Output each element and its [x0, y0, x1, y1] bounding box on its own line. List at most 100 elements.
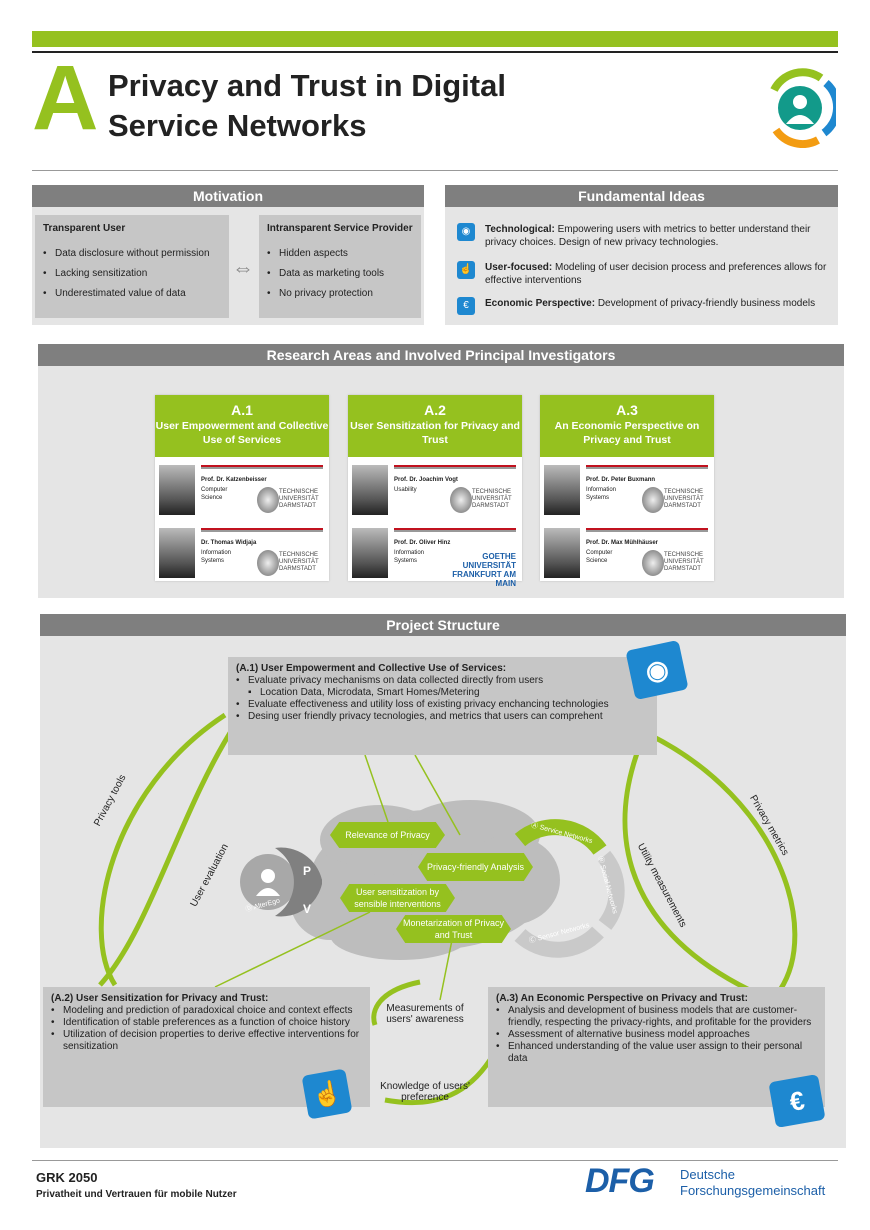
card-title: User Empowerment and Collective Use of S… — [155, 420, 329, 446]
top-rule — [32, 51, 838, 53]
university-logo: GOETHE UNIVERSITÄT FRANKFURT AM MAIN — [452, 552, 516, 588]
euro-icon: € — [768, 1074, 826, 1128]
investigator: Prof. Dr. Katzenbeisser Computer Science… — [159, 465, 323, 520]
investigator: Dr. Thomas Widjaja Information Systems T… — [159, 528, 323, 583]
p-label: P — [303, 864, 312, 878]
investigator-dept: Information Systems — [201, 550, 232, 564]
hand-pointer-icon: ☝ — [301, 1068, 353, 1120]
idea-label: Technological: — [485, 224, 555, 235]
tag-relevance: Relevance of Privacy — [330, 822, 445, 848]
investigator-photo — [159, 528, 195, 578]
list-item: Assessment of alternative business model… — [496, 1029, 817, 1041]
list-item: Enhanced understanding of the value user… — [496, 1041, 817, 1065]
investigator: Prof. Dr. Max Mühlhäuser Computer Scienc… — [544, 528, 708, 583]
red-divider — [586, 465, 708, 469]
dfg-logo: DFG — [585, 1162, 655, 1200]
university-seal-icon — [642, 550, 664, 576]
card-title: User Sensitization for Privacy and Trust — [350, 420, 520, 446]
university-seal-icon — [642, 487, 664, 513]
list-item: Lacking sensitization — [43, 268, 221, 279]
list-item: Hidden aspects — [267, 248, 413, 259]
red-divider — [201, 465, 323, 469]
investigator-dept: Information Systems — [394, 550, 425, 564]
dfg-line-1: Deutsche — [680, 1167, 735, 1182]
university-logo: TECHNISCHE UNIVERSITÄT DARMSTADT — [279, 552, 319, 572]
v-label: V — [303, 902, 312, 916]
section-letter: A — [32, 47, 99, 149]
red-divider — [394, 528, 516, 532]
investigator-name: Dr. Thomas Widjaja — [201, 540, 257, 546]
mask-icon: ◉ — [457, 223, 475, 241]
grk-subtitle: Privatheit und Vertrauen für mobile Nutz… — [36, 1189, 237, 1200]
tag-monetarization: Monetarization of Privacy and Trust — [396, 915, 511, 943]
red-divider — [586, 528, 708, 532]
list-item: Location Data, Microdata, Smart Homes/Me… — [236, 687, 649, 699]
title-line-1: Privacy and Trust in Digital — [108, 68, 506, 103]
idea-text: Modeling of user decision process and pr… — [485, 262, 827, 286]
university-logo: TECHNISCHE UNIVERSITÄT DARMSTADT — [664, 489, 704, 509]
page-title: Privacy and Trust in Digital Service Net… — [108, 66, 506, 146]
investigator-name: Prof. Dr. Oliver Hinz — [394, 540, 451, 546]
list-item: No privacy protection — [267, 288, 413, 299]
grk-label: GRK 2050 — [36, 1170, 98, 1185]
a1-structure-box: (A.1) User Empowerment and Collective Us… — [228, 657, 657, 755]
list-item: Data as marketing tools — [267, 268, 413, 279]
hand-pointer-icon: ☝ — [457, 261, 475, 279]
title-line-2: Service Networks — [108, 108, 367, 143]
investigator: Prof. Dr. Peter Buxmann Information Syst… — [544, 465, 708, 520]
idea-label: Economic Perspective: — [485, 298, 596, 309]
double-arrow-icon: ⇔ — [232, 255, 254, 280]
connector-lines — [214, 754, 461, 1001]
list-item: Identification of stable preferences as … — [51, 1017, 362, 1029]
curved-arrows — [98, 712, 798, 1106]
box-title: Transparent User — [43, 223, 126, 234]
transparent-user-box: Transparent User Data disclosure without… — [35, 215, 229, 318]
card-number: A.3 — [616, 402, 638, 418]
idea-economic: €Economic Perspective: Development of pr… — [457, 297, 837, 315]
top-bar — [32, 31, 838, 47]
investigator-photo — [352, 528, 388, 578]
motivation-title: Motivation — [32, 185, 424, 207]
idea-text: Development of privacy-friendly business… — [595, 298, 816, 309]
structure-title: Project Structure — [40, 614, 846, 636]
tag-privacy-friendly: Privacy-friendly Analysis — [418, 853, 533, 881]
research-title: Research Areas and Involved Principal In… — [38, 344, 844, 366]
list-item: Desing user friendly privacy tecnologies… — [236, 711, 649, 723]
investigator-dept: Computer Science — [586, 550, 613, 564]
list-item: Data disclosure without permission — [43, 248, 221, 259]
box-title: (A.3) An Economic Perspective on Privacy… — [496, 993, 748, 1004]
investigator-dept: Usability — [394, 487, 417, 493]
investigator-name: Prof. Dr. Joachim Vogt — [394, 477, 458, 483]
box-title: Intransparent Service Provider — [267, 223, 413, 234]
investigator-photo — [352, 465, 388, 515]
list-item: Analysis and development of business mod… — [496, 1005, 817, 1029]
university-seal-icon — [257, 550, 279, 576]
ring — [514, 819, 625, 958]
idea-user-focused: ☝ User-focused: Modeling of user decision… — [457, 261, 837, 287]
footer-rule — [32, 1160, 838, 1161]
investigator-dept: Information Systems — [586, 487, 617, 501]
investigator-photo — [159, 465, 195, 515]
investigator-name: Prof. Dr. Katzenbeisser — [201, 477, 267, 483]
list-item: Underestimated value of data — [43, 288, 221, 299]
box-title: (A.1) User Empowerment and Collective Us… — [236, 663, 507, 674]
investigator-dept: Computer Science — [201, 487, 228, 501]
list-item: Evaluate privacy mechanisms on data coll… — [236, 675, 649, 687]
knowledge-label: Knowledge of users' preference — [380, 1081, 470, 1103]
idea-technological: ◉Technological: Empowering users with me… — [457, 223, 837, 249]
dfg-line-2: Forschungsgemeinschaft — [680, 1183, 826, 1198]
motivation-panel: Motivation Transparent User Data disclos… — [32, 185, 424, 325]
box-title: (A.2) User Sensitization for Privacy and… — [51, 993, 269, 1004]
list-item: Evaluate effectiveness and utility loss … — [236, 699, 649, 711]
idea-label: User-focused: — [485, 262, 553, 273]
red-divider — [394, 465, 516, 469]
investigator-photo — [544, 465, 580, 515]
dfg-name: Deutsche Forschungsgemeinschaft — [680, 1167, 825, 1199]
ideas-title: Fundamental Ideas — [445, 185, 838, 207]
